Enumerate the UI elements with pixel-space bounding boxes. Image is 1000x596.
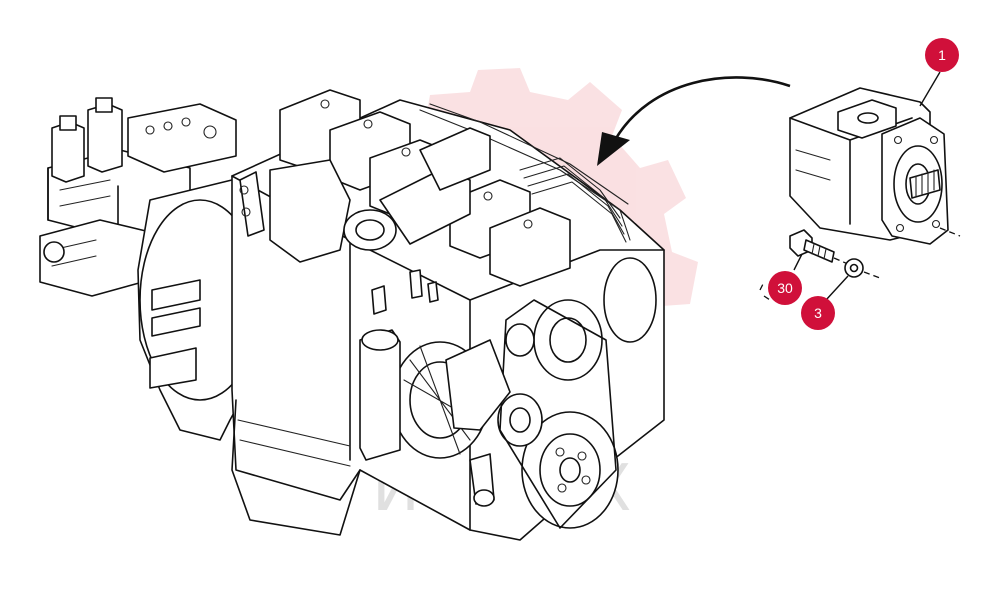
callout-1-leader	[919, 71, 941, 107]
assembly-arrow	[597, 76, 791, 166]
hydraulic-gear-pump	[789, 87, 961, 245]
callout-3[interactable]: 3	[801, 275, 849, 330]
callout-30-badge	[768, 271, 802, 305]
fuel-injection-lines	[519, 157, 627, 243]
hydraulic-valve-block	[39, 97, 237, 297]
callout-30-leader	[793, 253, 803, 271]
callout-1-badge	[925, 38, 959, 72]
front-pulleys	[497, 257, 657, 529]
callout-3-label: 3	[814, 305, 822, 321]
callout-3-leader	[825, 275, 849, 301]
callout-1[interactable]: 1	[919, 38, 959, 107]
oil-filter	[359, 269, 439, 461]
assembly-leader-line	[759, 281, 771, 301]
alternator	[391, 339, 511, 507]
callout-30-label: 30	[777, 280, 793, 296]
turbocharger	[269, 127, 491, 263]
washer-part	[844, 258, 881, 279]
callout-30[interactable]: 30	[768, 253, 803, 305]
callout-3-badge	[801, 296, 835, 330]
callout-1-label: 1	[938, 47, 946, 63]
bolt-part	[789, 229, 849, 265]
